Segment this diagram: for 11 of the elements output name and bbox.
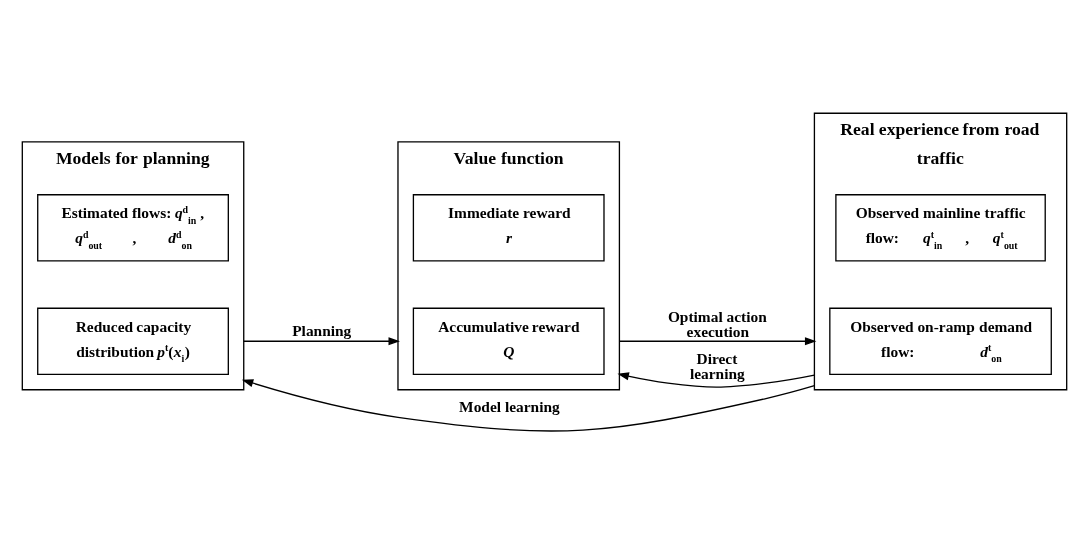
arrow <box>243 336 400 345</box>
node-box: Accumulative reward Q <box>412 307 605 375</box>
node-box: Reduced capacity distribution p$^{t}$(x$_{i}$) <box>37 307 229 375</box>
edge-label: Model learning <box>459 397 560 415</box>
arrow <box>617 371 816 388</box>
edge-label: Planning <box>292 321 352 339</box>
node-box: Immediate reward r <box>412 193 605 261</box>
edge-label: Optimal action execution <box>667 307 767 340</box>
edge-label: Direct learning <box>689 349 745 382</box>
arrow <box>241 378 816 432</box>
arrow <box>618 336 817 345</box>
